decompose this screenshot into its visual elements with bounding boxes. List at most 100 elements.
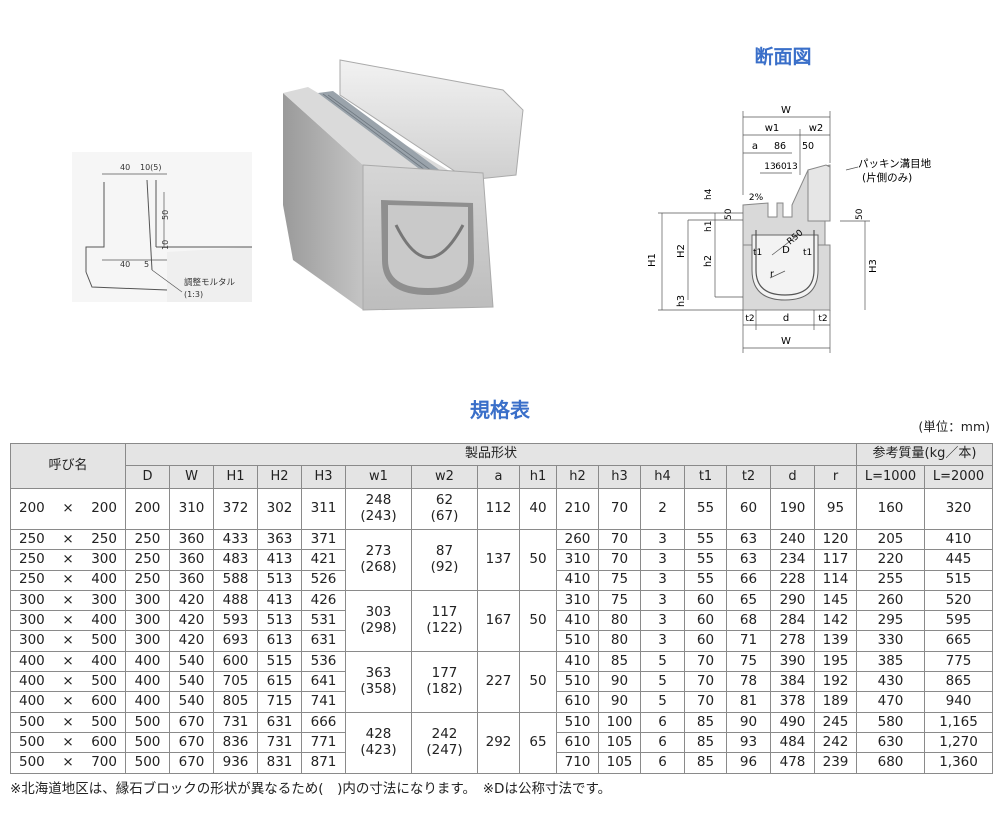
column-header: L=2000 bbox=[924, 465, 994, 489]
table-cell: 540 bbox=[169, 650, 214, 673]
table-cell: 160 bbox=[856, 488, 926, 530]
table-cell: 580 bbox=[856, 711, 926, 733]
header-name: 呼び名 bbox=[10, 443, 126, 489]
table-cell: 360 bbox=[169, 528, 214, 551]
column-header: W bbox=[169, 465, 214, 489]
table-cell: 630 bbox=[856, 731, 926, 754]
table-cell: 433 bbox=[213, 528, 258, 551]
table-cell: 631 bbox=[257, 711, 302, 733]
table-cell: 805 bbox=[213, 691, 258, 713]
table-cell: 775 bbox=[924, 650, 994, 673]
name-part: 700 bbox=[91, 754, 117, 771]
table-cell: 831 bbox=[257, 752, 302, 774]
column-header: t2 bbox=[726, 465, 771, 489]
table-cell: 95 bbox=[813, 488, 858, 530]
table-cell: 250 bbox=[125, 549, 170, 571]
name-part: 400 bbox=[91, 612, 117, 629]
label-w1: w1 bbox=[765, 123, 780, 134]
table-cell: 85 bbox=[598, 650, 641, 673]
table-cell: 62(67) bbox=[411, 488, 478, 530]
table-cell: 390 bbox=[770, 650, 815, 673]
table-cell: 50 bbox=[519, 529, 557, 591]
header-weight: 参考質量(kg／本) bbox=[856, 443, 994, 466]
name-part: 500 bbox=[91, 632, 117, 649]
table-cell: 670 bbox=[169, 731, 214, 754]
label-50-left: 50 bbox=[724, 208, 734, 220]
table-cell: 66 bbox=[726, 569, 771, 591]
row-name: 300×500 bbox=[10, 630, 126, 652]
table-cell: 513 bbox=[257, 569, 302, 591]
dim-bottom-1: 40 bbox=[120, 260, 130, 269]
table-cell: 531 bbox=[301, 610, 346, 632]
table-cell: 741 bbox=[301, 691, 346, 713]
table-cell: 372 bbox=[213, 488, 258, 530]
table-cell: 871 bbox=[301, 752, 346, 774]
table-cell: 90 bbox=[598, 691, 641, 713]
label-H1: H1 bbox=[647, 253, 658, 267]
table-cell: 631 bbox=[301, 630, 346, 652]
table-cell: 177(182) bbox=[411, 650, 478, 713]
table-cell: 400 bbox=[125, 671, 170, 693]
table-cell: 588 bbox=[213, 569, 258, 591]
times-sign: × bbox=[62, 530, 74, 547]
table-cell: 426 bbox=[301, 589, 346, 612]
name-part: 250 bbox=[19, 571, 45, 588]
name-part: 250 bbox=[19, 530, 45, 547]
product-photo bbox=[283, 59, 524, 311]
column-header: h1 bbox=[519, 465, 557, 489]
group-value-hokkaido: (298) bbox=[360, 619, 397, 636]
times-sign: × bbox=[62, 500, 74, 517]
table-cell: 63 bbox=[726, 528, 771, 551]
group-value-hokkaido: (243) bbox=[360, 508, 397, 524]
table-cell: 3 bbox=[640, 589, 685, 612]
table-cell: 117 bbox=[813, 549, 858, 571]
dim-top-2: 10(5) bbox=[140, 163, 162, 172]
label-W-bottom: W bbox=[781, 336, 791, 347]
table-cell: 303(298) bbox=[345, 589, 412, 652]
table-cell: 65 bbox=[519, 711, 557, 774]
table-cell: 284 bbox=[770, 610, 815, 632]
table-cell: 666 bbox=[301, 711, 346, 733]
table-cell: 836 bbox=[213, 731, 258, 754]
table-cell: 55 bbox=[684, 488, 727, 530]
table-cell: 510 bbox=[556, 711, 599, 733]
table-cell: 378 bbox=[770, 691, 815, 713]
label-60: 60 bbox=[775, 162, 787, 172]
label-w2: w2 bbox=[809, 123, 824, 134]
table-cell: 360 bbox=[169, 569, 214, 591]
name-part: 500 bbox=[91, 713, 117, 730]
table-cell: 70 bbox=[598, 549, 641, 571]
table-cell: 540 bbox=[169, 671, 214, 693]
table-cell: 70 bbox=[684, 650, 727, 673]
table-cell: 3 bbox=[640, 630, 685, 652]
table-cell: 205 bbox=[856, 528, 926, 551]
times-sign: × bbox=[62, 612, 74, 629]
table-cell: 40 bbox=[519, 488, 557, 530]
table-cell: 105 bbox=[598, 752, 641, 774]
table-cell: 260 bbox=[856, 589, 926, 612]
table-cell: 484 bbox=[770, 731, 815, 754]
table-cell: 60 bbox=[684, 589, 727, 612]
table-cell: 295 bbox=[856, 610, 926, 632]
table-cell: 250 bbox=[125, 569, 170, 591]
table-cell: 363 bbox=[257, 528, 302, 551]
table-cell: 710 bbox=[556, 752, 599, 774]
name-part: 300 bbox=[91, 591, 117, 608]
name-part: 250 bbox=[19, 551, 45, 568]
table-cell: 50 bbox=[519, 589, 557, 652]
table-cell: 245 bbox=[813, 711, 858, 733]
name-part: 400 bbox=[19, 652, 45, 669]
table-cell: 65 bbox=[726, 589, 771, 612]
table-cell: 483 bbox=[213, 549, 258, 571]
table-cell: 167 bbox=[477, 589, 520, 652]
table-cell: 239 bbox=[813, 752, 858, 774]
column-header: d bbox=[770, 465, 815, 489]
table-cell: 260 bbox=[556, 528, 599, 551]
table-cell: 400 bbox=[125, 691, 170, 713]
table-cell: 310 bbox=[556, 549, 599, 571]
column-header: h4 bbox=[640, 465, 685, 489]
